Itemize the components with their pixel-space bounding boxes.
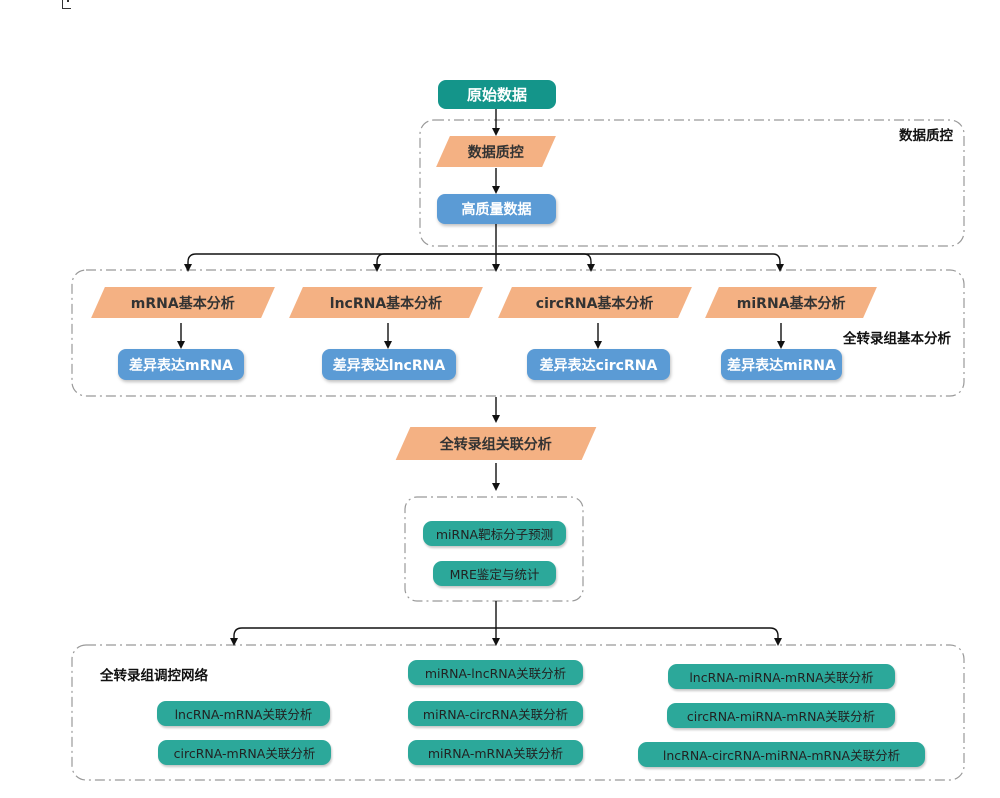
branch-to-mrna [184, 253, 496, 272]
mirna-basic-label: miRNA基本分析 [736, 295, 846, 312]
branch-to-network-right [496, 627, 782, 646]
mre-node: MRE鉴定与统计 [433, 561, 556, 586]
branch-to-network-left [230, 627, 496, 646]
de-mrna-node: 差异表达mRNA [118, 349, 244, 380]
prediction-group-box [404, 496, 584, 602]
circrna-basic-label: circRNA基本分析 [536, 295, 654, 312]
qc-node-label: 数据质控 [468, 144, 524, 161]
lncrna-basic-label: lncRNA基本分析 [329, 295, 443, 312]
basic-group-box [71, 269, 965, 397]
raw-data-node: 原始数据 [438, 80, 556, 109]
mrna-basic-node: mRNA基本分析 [91, 287, 275, 318]
basic-group-label: 全转录组基本分析 [843, 331, 951, 347]
mirna-circrna-node: miRNA-circRNA关联分析 [408, 701, 583, 726]
mrna-basic-label: mRNA基本分析 [131, 295, 235, 312]
mirna-mrna-node: miRNA-mRNA关联分析 [408, 740, 583, 765]
target-prediction-node: miRNA靶标分子预测 [423, 521, 566, 546]
branch-to-lncrna [373, 253, 496, 272]
circrna-mrna-node: circRNA-mRNA关联分析 [158, 740, 331, 765]
lncrna-mirna-mrna-node: lncRNA-miRNA-mRNA关联分析 [668, 664, 895, 689]
corner-mark [62, 0, 71, 9]
lncrna-basic-node: lncRNA基本分析 [289, 287, 483, 318]
branch-to-circrna [496, 253, 595, 272]
hq-data-node: 高质量数据 [437, 194, 556, 224]
qc-group-label: 数据质控 [899, 128, 953, 144]
network-group-label: 全转录组调控网络 [100, 668, 208, 684]
de-lncrna-node: 差异表达lncRNA [322, 349, 456, 380]
qc-group-box [419, 119, 965, 247]
lncrna-circrna-mirna-mrna-node: lncRNA-circRNA-miRNA-mRNA关联分析 [638, 742, 925, 767]
mirna-lncrna-node: miRNA-lncRNA关联分析 [408, 660, 583, 685]
circrna-mirna-mrna-node: circRNA-miRNA-mRNA关联分析 [667, 703, 895, 728]
circrna-basic-node: circRNA基本分析 [498, 287, 692, 318]
de-circrna-node: 差异表达circRNA [527, 349, 670, 380]
assoc-node-label: 全转录组关联分析 [440, 436, 552, 453]
de-mirna-node: 差异表达miRNA [721, 349, 842, 380]
qc-node: 数据质控 [436, 136, 556, 167]
lncrna-mrna-node: lncRNA-mRNA关联分析 [157, 701, 330, 726]
mirna-basic-node: miRNA基本分析 [705, 287, 877, 318]
branch-to-mirna [496, 253, 784, 272]
assoc-node: 全转录组关联分析 [395, 427, 597, 460]
network-group-box [71, 644, 965, 781]
